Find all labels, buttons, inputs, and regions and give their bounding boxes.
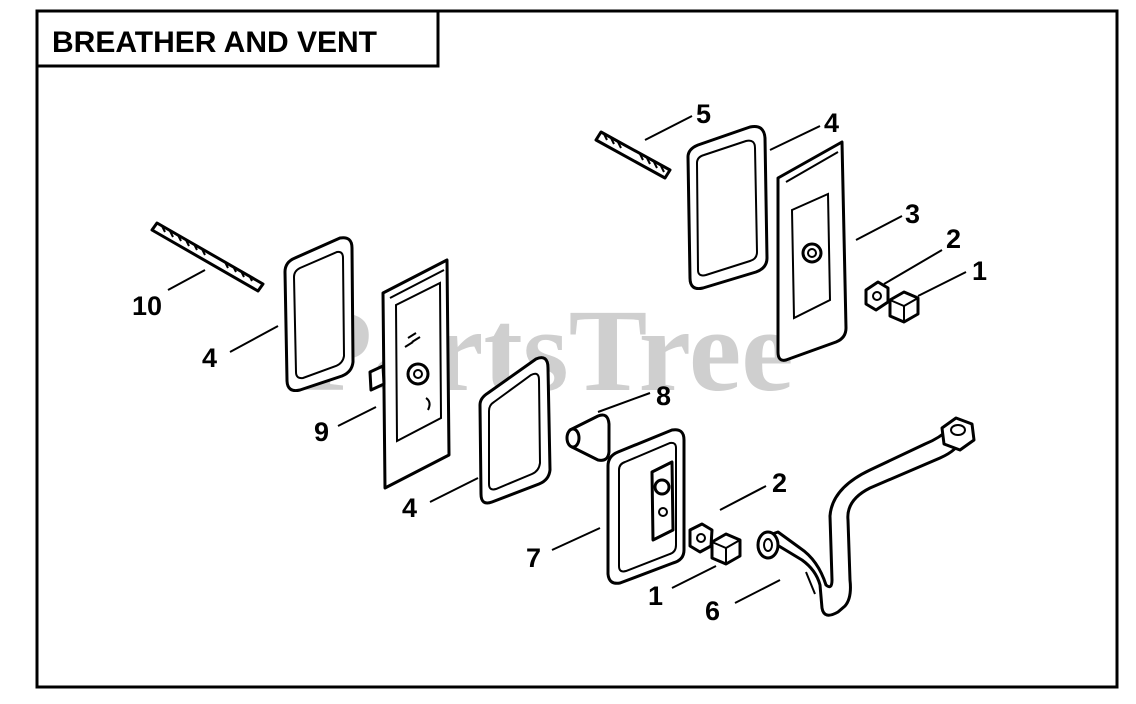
- callout-5: 5: [696, 99, 711, 129]
- callout-4-upper: 4: [824, 108, 839, 138]
- nut-lower-part: [710, 532, 742, 566]
- breather-tube-part: [565, 413, 611, 462]
- callout-4-middle: 4: [402, 493, 417, 523]
- vent-plate-part: [606, 428, 686, 585]
- diagram-title: BREATHER AND VENT: [52, 26, 377, 59]
- callout-6: 6: [705, 596, 720, 626]
- callout-2-upper: 2: [946, 224, 961, 254]
- vent-pipe-part: [756, 416, 976, 617]
- gasket-upper-part: [686, 125, 769, 290]
- callout-8: 8: [656, 381, 671, 411]
- callout-3: 3: [905, 199, 920, 229]
- stud-long-part: [150, 221, 265, 293]
- callout-9: 9: [314, 417, 329, 447]
- diagram-frame: [35, 9, 1119, 689]
- stud-short-part: [594, 130, 672, 180]
- washer-upper-part: [864, 280, 890, 312]
- callout-1-upper: 1: [972, 256, 987, 286]
- callout-10: 10: [132, 291, 162, 321]
- nut-upper-part: [888, 290, 920, 324]
- leader-lines: [167, 115, 967, 604]
- vent-cover-part: [776, 140, 848, 362]
- gasket-middle-part: [478, 356, 552, 505]
- callout-4-left: 4: [202, 343, 217, 373]
- callout-7: 7: [526, 543, 541, 573]
- washer-lower-part: [688, 522, 714, 554]
- title-box: [37, 11, 440, 68]
- breather-cover-part: [368, 258, 451, 490]
- callout-2-lower: 2: [772, 468, 787, 498]
- callout-1-lower: 1: [648, 581, 663, 611]
- gasket-left-part: [283, 236, 355, 392]
